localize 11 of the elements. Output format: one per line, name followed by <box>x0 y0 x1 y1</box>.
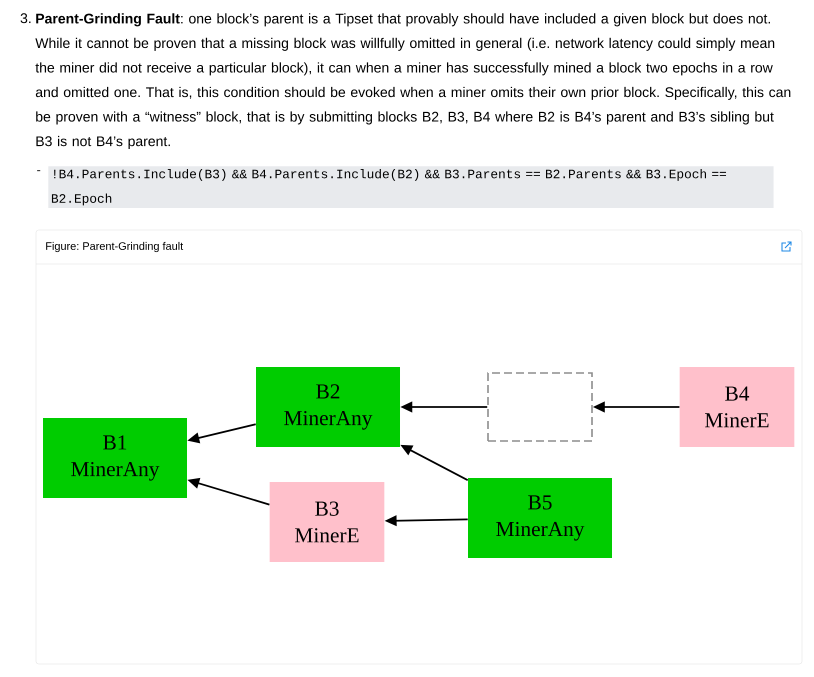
figure-title: Figure: Parent-Grinding fault <box>46 242 184 252</box>
list-number: 3. <box>20 13 30 24</box>
block-box: B3 MinerE <box>270 482 384 562</box>
block-box: B2 MinerAny <box>256 367 400 447</box>
code-snippet: !B4.Parents.Include(B3) && B4.Parents.Include(B2) && B3.Parents == B2.Parents && B3.Epoch == B2.Epoch <box>48 166 774 208</box>
block-box: B1 MinerAny <box>43 418 187 498</box>
paragraph: Parent-Grinding Fault: one block’s parent is a Tipset that provably should have included a given block but does not. While it cannot be proven that a missing block was willfully omitted in general (i.e. network latency could simply mean the miner did not receive a particular block), it can when a miner has successfully mined a block two epochs in a row and omitted one. That is, this condition should be evoked when a miner omits their own prior block. Specifically, this can be proven with a “witness” block, that is by submitting blocks B2, B3, B4 where B2 is B4’s parent and B3’s sibling but B3 is not B4’s parent. <box>35 13 790 149</box>
list-dash: - <box>37 170 40 172</box>
block-box: B4 MinerE <box>680 367 794 447</box>
block-box: B5 MinerAny <box>468 478 612 558</box>
dashed-box <box>487 372 593 442</box>
